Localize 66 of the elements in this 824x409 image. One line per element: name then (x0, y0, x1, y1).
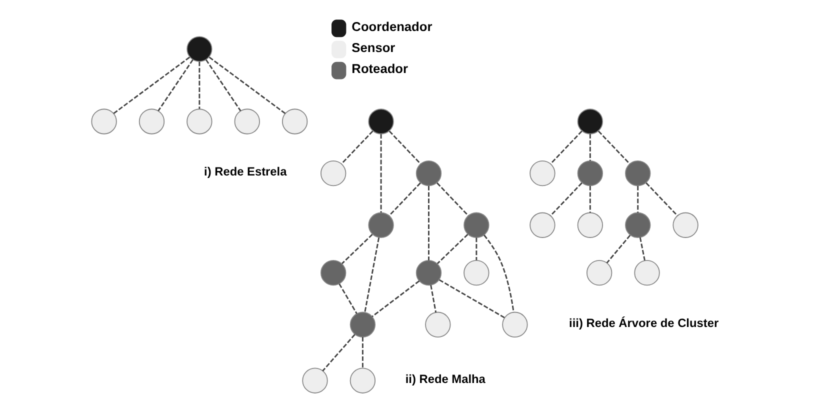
legend-label: Sensor (352, 40, 396, 55)
connector (158, 59, 194, 112)
connector (372, 280, 420, 318)
connector (598, 130, 630, 164)
connector (550, 182, 582, 216)
label: ii) Rede Malha (405, 372, 486, 386)
node-circle (530, 160, 556, 186)
node-circle (91, 108, 117, 134)
node-circle (625, 212, 651, 238)
node-circle (586, 260, 612, 286)
connector (430, 284, 437, 313)
label: iii) Rede Árvore de Cluster (569, 316, 719, 330)
node-circle (138, 108, 165, 134)
node-circle (530, 212, 556, 238)
connector (606, 234, 631, 264)
node-circle (502, 312, 528, 338)
node-circle (464, 260, 490, 286)
connector (364, 238, 380, 312)
node-circle (577, 212, 603, 238)
connector (362, 337, 364, 368)
connector (436, 182, 469, 216)
connector (484, 234, 514, 312)
node-circle (350, 312, 376, 338)
connector (208, 56, 286, 114)
connector (550, 130, 582, 164)
connector (388, 130, 422, 164)
connector (322, 334, 356, 372)
connector (341, 130, 374, 164)
connector (589, 134, 591, 161)
connector (436, 234, 468, 264)
node-circle (186, 108, 212, 134)
connector (637, 186, 639, 213)
node-circle (302, 368, 328, 394)
connector (338, 284, 358, 314)
node-circle (464, 212, 490, 238)
node-circle (282, 108, 308, 134)
node-circle (368, 212, 394, 238)
node-circle (672, 212, 698, 238)
legend-label: Roteador (352, 61, 408, 76)
connector (113, 56, 190, 114)
connector (438, 279, 505, 318)
label: i) Rede Estrela (204, 164, 287, 179)
connector (205, 59, 242, 112)
connector (589, 186, 591, 213)
connector (428, 186, 430, 260)
node-circle (186, 36, 212, 62)
node-circle (320, 160, 346, 186)
legend-label: Coordenador (352, 18, 432, 34)
node-circle (625, 160, 651, 186)
connector (342, 234, 373, 264)
node-circle (234, 108, 260, 134)
connector (388, 182, 421, 216)
connector (476, 238, 478, 260)
node-circle (320, 260, 346, 286)
node-circle (416, 260, 442, 286)
connector (639, 237, 646, 261)
connector (198, 62, 200, 109)
node-circle (350, 368, 376, 394)
node-circle (425, 312, 451, 338)
node-circle (416, 160, 442, 186)
node-circle (368, 108, 394, 134)
node-circle (577, 108, 603, 134)
connector (646, 182, 678, 216)
node-circle (577, 160, 603, 186)
node-circle (634, 260, 660, 286)
connector (380, 134, 382, 213)
